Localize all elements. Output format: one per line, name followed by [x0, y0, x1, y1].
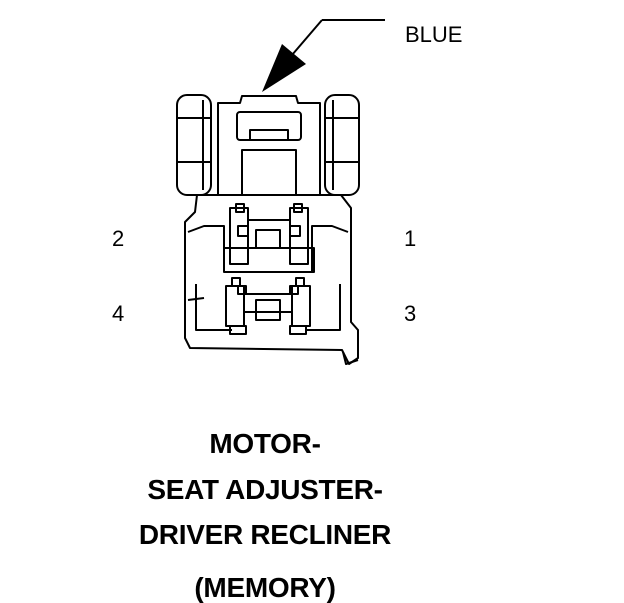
lower-cavity-row: [187, 277, 341, 335]
lock-housing: [217, 95, 321, 196]
pin-3-label: 3: [404, 301, 417, 326]
caption-line-3: DRIVER RECLINER: [138, 519, 392, 550]
right-latch-tab: [324, 94, 360, 196]
caption-line-1: MOTOR-: [209, 428, 321, 459]
pin-2-label: 2: [112, 226, 125, 251]
connector-color-label: BLUE: [405, 22, 463, 47]
pin-4-label: 4: [112, 301, 125, 326]
left-latch-tab: [176, 94, 212, 196]
connector-face: [176, 94, 360, 365]
caption-line-4: (MEMORY): [194, 572, 336, 603]
callout-arrow: [262, 19, 385, 92]
pin-1-label: 1: [404, 226, 417, 251]
upper-cavity-row: [187, 203, 349, 273]
caption-line-2: SEAT ADJUSTER-: [147, 474, 383, 505]
